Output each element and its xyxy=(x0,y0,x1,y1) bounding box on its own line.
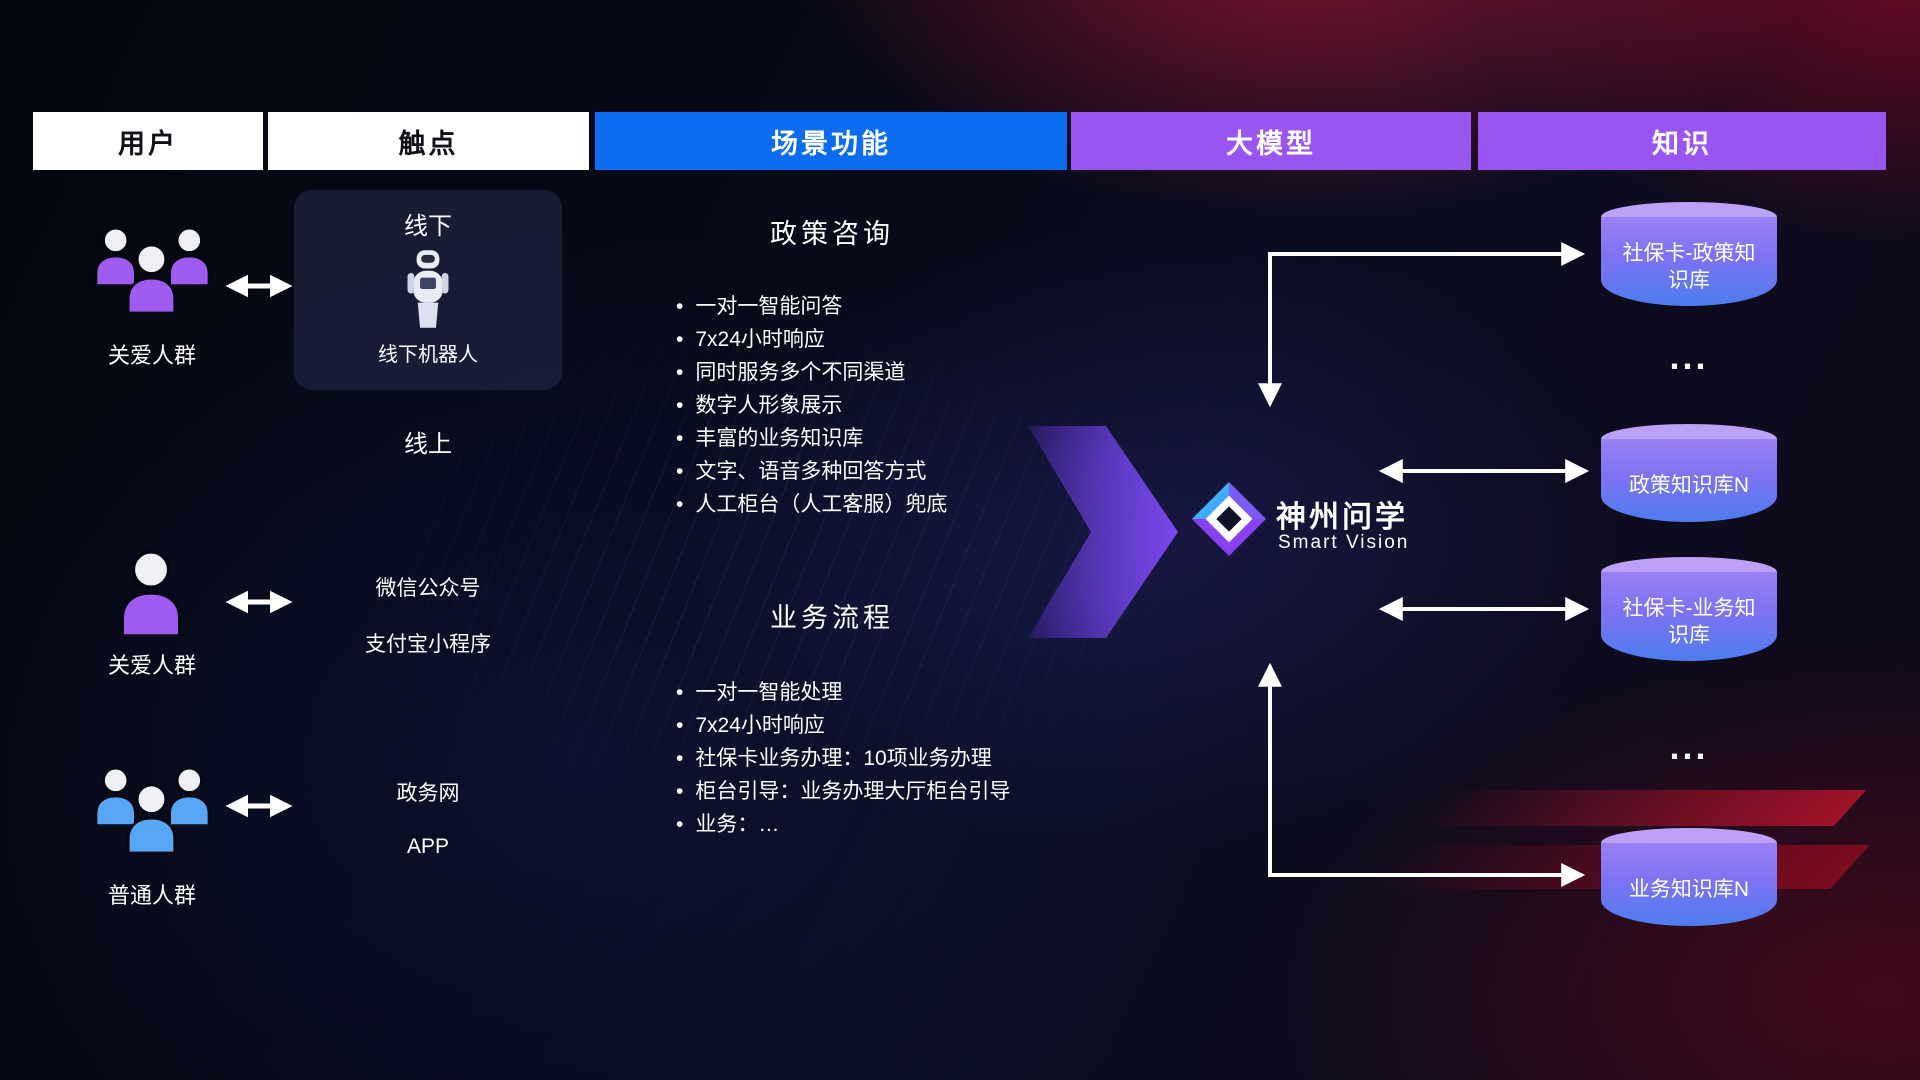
offline-robot-label: 线下机器人 xyxy=(378,344,478,366)
bullet-item: 一对一智能问答 xyxy=(676,290,947,323)
bullet-item: 7x24小时响应 xyxy=(676,323,947,356)
column-header-touchpoints: 触点 xyxy=(268,112,589,170)
offline-touchpoint-card: 线下 线下机器人 xyxy=(294,190,562,390)
user-single-label: 关爱人群 xyxy=(107,653,196,678)
background-red-stripe xyxy=(1413,790,1867,826)
user-single-icon xyxy=(120,550,182,636)
knowledge-db-label: 社保卡-政策知识库 xyxy=(1622,241,1756,292)
knowledge-db-social-business: 社保卡-业务知识库 xyxy=(1601,557,1777,661)
database-cylinder xyxy=(1601,572,1777,661)
scenario-policy-bullet-list: 一对一智能问答 7x24小时响应 同时服务多个不同渠道 数字人形象展示 丰富的业… xyxy=(676,290,947,521)
robot-icon xyxy=(407,250,449,328)
database-cylinder xyxy=(1601,439,1777,522)
column-header-users: 用户 xyxy=(33,112,263,170)
touchpoint-app: APP xyxy=(406,835,450,858)
knowledge-ellipsis: ... xyxy=(1669,726,1709,767)
bullet-item: 社保卡业务办理：10项业务办理 xyxy=(676,742,1010,775)
bullet-item: 文字、语音多种回答方式 xyxy=(676,455,947,488)
user-group-icon xyxy=(95,227,210,313)
knowledge-db-policy-n: 政策知识库N xyxy=(1601,424,1777,522)
column-header-knowledge: 知识 xyxy=(1478,112,1886,170)
model-name: 神州问学 xyxy=(1276,501,1408,534)
touchpoint-gov-web: 政务网 xyxy=(396,782,460,805)
scenario-business-bullet-list: 一对一智能处理 7x24小时响应 社保卡业务办理：10项业务办理 柜台引导：业务… xyxy=(676,676,1010,841)
bullet-item: 丰富的业务知识库 xyxy=(676,422,947,455)
column-header-scenarios: 场景功能 xyxy=(595,112,1067,170)
touchpoint-wechat: 微信公众号 xyxy=(375,577,481,600)
user-group-label: 关爱人群 xyxy=(107,343,196,368)
model-subtitle: Smart Vision xyxy=(1278,532,1410,553)
database-cylinder xyxy=(1601,217,1777,306)
bullet-item: 一对一智能处理 xyxy=(676,676,1010,709)
knowledge-ellipsis: ... xyxy=(1669,336,1709,377)
knowledge-db-label: 社保卡-业务知识库 xyxy=(1622,596,1756,647)
bullet-item: 7x24小时响应 xyxy=(676,709,1010,742)
knowledge-db-label: 业务知识库N xyxy=(1628,878,1750,902)
user-group-label: 普通人群 xyxy=(107,883,196,908)
knowledge-db-business-n: 业务知识库N xyxy=(1601,828,1777,926)
online-section-label: 线上 xyxy=(404,431,452,458)
bullet-item: 业务：… xyxy=(676,808,1010,841)
knowledge-db-label: 政策知识库N xyxy=(1628,474,1750,498)
bullet-item: 同时服务多个不同渠道 xyxy=(676,356,947,389)
bullet-item: 数字人形象展示 xyxy=(676,389,947,422)
database-cylinder xyxy=(1601,843,1777,926)
smart-vision-logo-icon xyxy=(1191,481,1267,557)
knowledge-db-social-policy: 社保卡-政策知识库 xyxy=(1601,202,1777,306)
offline-title: 线下 xyxy=(404,213,452,240)
bullet-item: 人工柜台（人工客服）兜底 xyxy=(676,488,947,521)
bullet-item: 柜台引导：业务办理大厅柜台引导 xyxy=(676,775,1010,808)
touchpoint-alipay: 支付宝小程序 xyxy=(365,633,491,656)
column-header-model: 大模型 xyxy=(1071,112,1471,170)
user-group-icon xyxy=(95,767,210,853)
scenario-title-policy: 政策咨询 xyxy=(770,219,894,249)
scenario-title-business: 业务流程 xyxy=(770,603,894,633)
